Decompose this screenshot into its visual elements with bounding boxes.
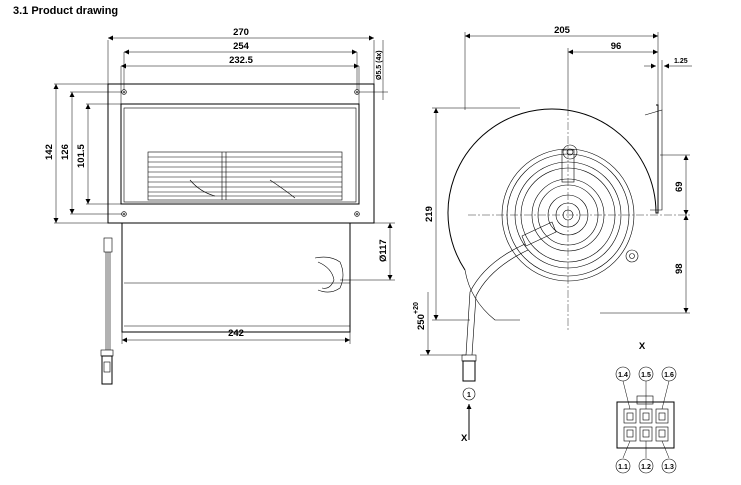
dim-hole-height: 126 (60, 144, 71, 160)
callout-marker (462, 387, 476, 401)
front-cable (461, 243, 529, 382)
mounting-holes (121, 89, 360, 217)
dim-hole-diameter: Ø5.5 (4x) (376, 50, 383, 80)
scroll-housing (121, 223, 351, 333)
connector-housing (616, 401, 675, 449)
connector-title: X (639, 341, 646, 352)
mounting-flange (107, 83, 375, 224)
front-view: 205 96 1.25 219 69 98 250 +20 1 X (413, 25, 692, 444)
side-view: 270 254 232.5 Ø5.5 (4x) 142 126 101.5 (44, 27, 395, 385)
dim-overall-height: 142 (44, 144, 55, 160)
pin-label-1-6: 1.6 (664, 372, 674, 379)
dim-opening-width: 232.5 (229, 55, 253, 66)
connector-detail: X 1.4 1.5 1.6 1.1 1.2 1.3 (615, 341, 677, 474)
pin-label-1-1: 1.1 (618, 464, 628, 471)
dim-98: 98 (674, 263, 685, 274)
dim-hole-spacing: 254 (233, 41, 250, 52)
dim-offset-96: 96 (611, 41, 622, 52)
dim-flange-thickness: 1.25 (674, 58, 688, 65)
section-heading: 3.1 Product drawing (13, 5, 119, 17)
scroll-outline (447, 104, 659, 271)
dim-cable-length: 250 (416, 314, 427, 330)
dim-body-diameter: Ø117 (378, 239, 389, 262)
dim-overall-width: 270 (233, 27, 249, 38)
dim-height-219: 219 (424, 206, 435, 222)
callout-number: 1 (467, 392, 471, 399)
impeller-blades (147, 151, 343, 201)
view-label: X (461, 433, 468, 444)
pin-label-1-3: 1.3 (664, 464, 674, 471)
motor (501, 144, 639, 282)
dim-opening-height: 101.5 (76, 144, 87, 168)
outlet-frame (120, 103, 360, 205)
side-cable (100, 237, 114, 385)
pin-label-1-5: 1.5 (641, 372, 651, 379)
dim-body-width: 242 (228, 328, 244, 339)
pin-label-1-2: 1.2 (641, 464, 651, 471)
dim-depth: 205 (554, 25, 571, 36)
dim-69: 69 (674, 181, 685, 192)
pin-label-1-4: 1.4 (618, 372, 628, 379)
dim-cable-tolerance: +20 (413, 302, 420, 314)
